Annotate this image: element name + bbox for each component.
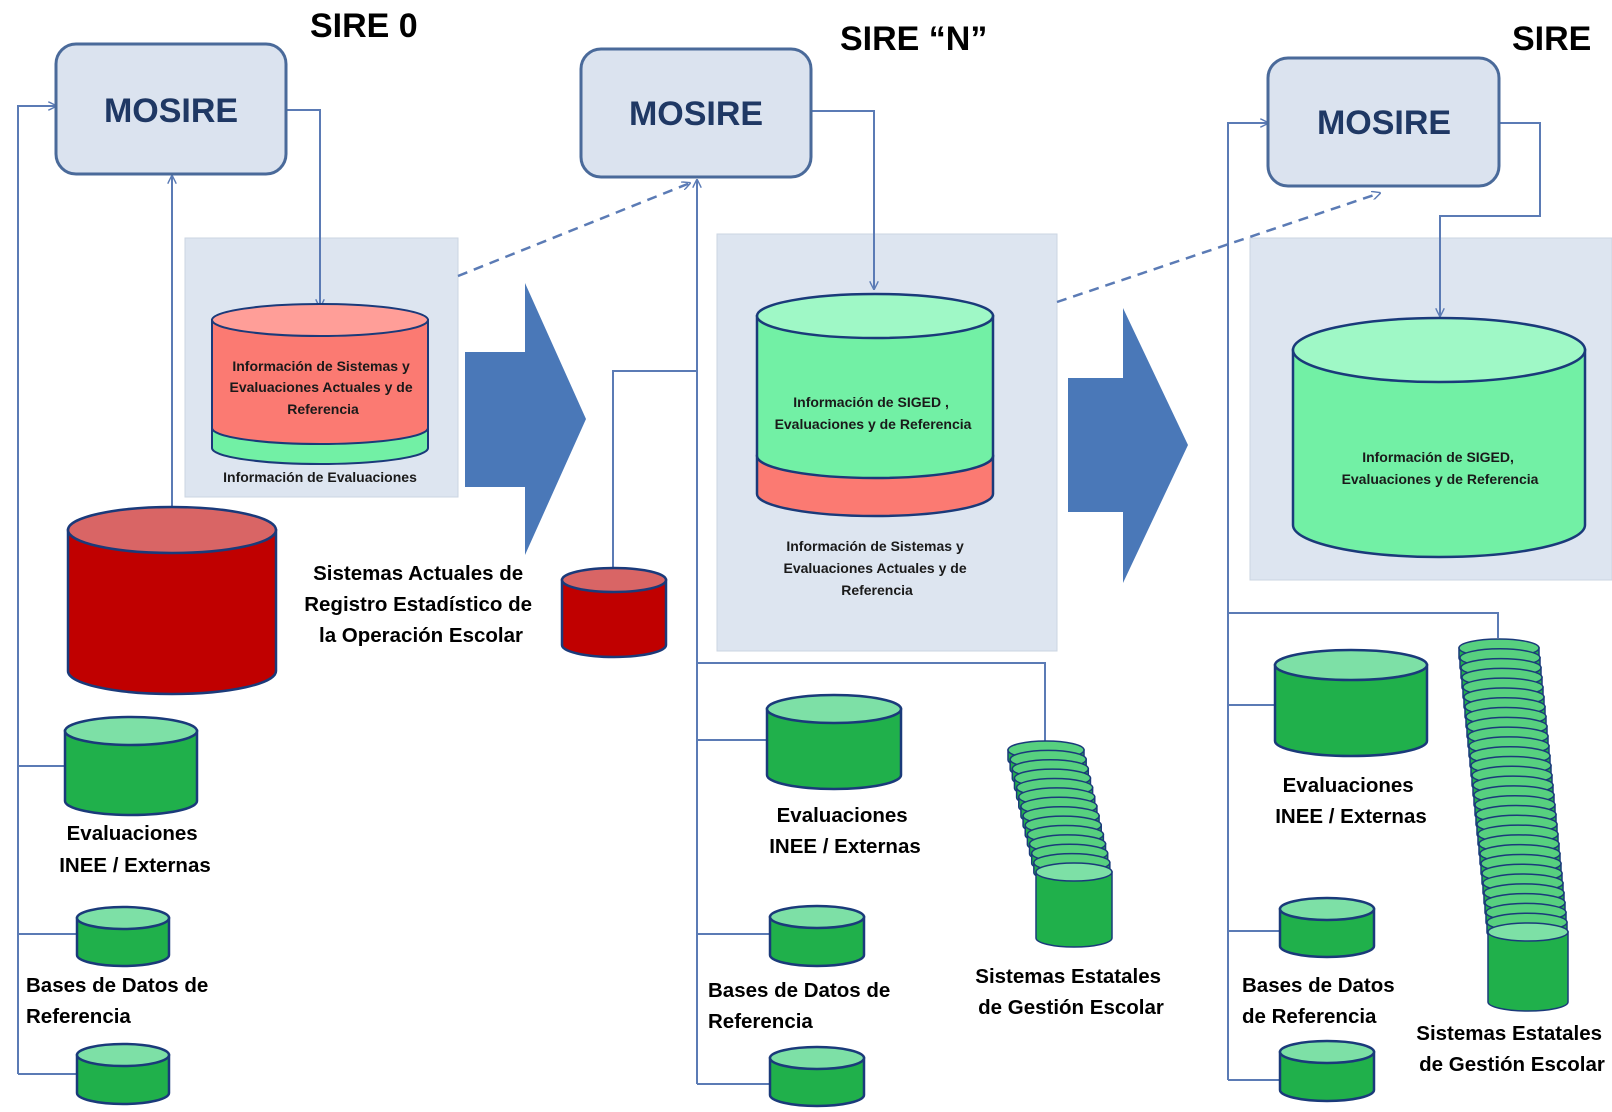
dashed-link-1 <box>457 183 690 278</box>
legacy-db-stage-n <box>560 566 668 659</box>
evaluaciones-label-line-1: Evaluaciones <box>1283 774 1414 797</box>
evaluaciones-db-stage-n <box>765 693 903 791</box>
evaluaciones-label-line-2: INEE / Externas <box>769 835 921 858</box>
bases-label-line-2: Referencia <box>26 1005 131 1028</box>
bases-label-line-1: Bases de Datos de <box>26 974 208 997</box>
estatales-db-stack-stage-final <box>1458 638 1569 1012</box>
db-bottom-label-stage-0: Información de Evaluaciones <box>223 469 417 485</box>
evaluaciones-label-stage-0: Evaluaciones INEE / Externas <box>59 822 211 877</box>
evaluaciones-label-line-1: Evaluaciones <box>777 804 908 827</box>
db-bottom-label-line-3: Referencia <box>841 582 913 598</box>
db-bottom-label-stage-n: Información de Sistemas y Evaluaciones A… <box>783 538 970 598</box>
legacy-label-stage-0: Sistemas Actuales de Registro Estadístic… <box>304 562 538 647</box>
estatales-label-line-1: Sistemas Estatales <box>975 965 1161 988</box>
mosire-label: MOSIRE <box>1317 104 1451 142</box>
stage-title-sire: SIRE <box>1512 20 1591 58</box>
evaluaciones-label-line-1: Evaluaciones <box>67 822 198 845</box>
stage-title-sire-0: SIRE 0 <box>310 7 418 45</box>
legacy-label-line-3: la Operación Escolar <box>319 624 523 647</box>
bases-label-line-2: de Referencia <box>1242 1005 1377 1028</box>
evaluaciones-label-stage-n: Evaluaciones INEE / Externas <box>769 804 921 858</box>
estatales-label-line-1: Sistemas Estatales <box>1416 1022 1602 1045</box>
db-bottom-label-line-1: Información de Sistemas y <box>786 538 964 554</box>
legacy-label-line-2: Registro Estadístico de <box>304 593 532 616</box>
db-label-line-2: Evaluaciones y de Referencia <box>1342 471 1539 487</box>
bases-label-line-1: Bases de Datos de <box>708 979 890 1002</box>
mosire-label: MOSIRE <box>629 95 763 133</box>
bases-db-stage-0-b <box>75 1042 171 1106</box>
evaluaciones-label-stage-final: Evaluaciones INEE / Externas <box>1275 774 1427 828</box>
bases-label-stage-0: Bases de Datos de Referencia <box>26 974 214 1028</box>
mosire-label: MOSIRE <box>104 92 238 130</box>
legacy-label-line-1: Sistemas Actuales de <box>313 562 523 585</box>
estatales-label-stage-n: Sistemas Estatales de Gestión Escolar <box>975 965 1166 1019</box>
db-top-label-stage-n: Información de SIGED , Evaluaciones y de… <box>775 394 972 432</box>
db-bottom-label-line-2: Evaluaciones Actuales y de <box>783 560 966 576</box>
bases-db-stage-final-a <box>1278 896 1376 959</box>
transition-arrow-1 <box>465 283 586 555</box>
combined-db-stage-n <box>755 292 995 518</box>
estatales-db-stack-stage-n <box>1007 740 1113 948</box>
bases-db-stage-n-a <box>768 904 866 968</box>
bases-db-stage-n-b <box>768 1045 866 1108</box>
estatales-label-line-2: de Gestión Escolar <box>1419 1053 1605 1076</box>
stack-cylinder-top <box>1487 922 1569 942</box>
transition-arrow-2 <box>1068 308 1188 583</box>
bases-label-stage-n: Bases de Datos de Referencia <box>708 979 896 1033</box>
estatales-label-stage-final: Sistemas Estatales de Gestión Escolar <box>1416 1022 1607 1076</box>
db-top-label-line-1: Información de Sistemas y <box>232 358 410 374</box>
estatales-label-line-2: de Gestión Escolar <box>978 996 1164 1019</box>
stack-cylinder-body <box>1035 871 1113 948</box>
db-top-label-line-2: Evaluaciones Actuales y de <box>229 379 412 395</box>
stack-cylinder-top <box>1035 862 1113 882</box>
siged-db-stage-final <box>1291 316 1587 559</box>
combined-db-stage-0 <box>211 303 429 465</box>
legacy-db-stage-0 <box>66 505 278 696</box>
evaluaciones-db-stage-final <box>1273 648 1429 758</box>
connectors-stage-0 <box>17 106 320 1075</box>
db-label-line-1: Información de SIGED, <box>1362 449 1514 465</box>
bases-db-stage-0-a <box>75 905 171 968</box>
db-top-label-line-2: Evaluaciones y de Referencia <box>775 416 972 432</box>
bases-label-stage-final: Bases de Datos de Referencia <box>1242 974 1400 1028</box>
bases-label-line-2: Referencia <box>708 1010 813 1033</box>
evaluaciones-label-line-2: INEE / Externas <box>59 854 211 877</box>
db-top-label-line-3: Referencia <box>287 401 359 417</box>
mosire-box-stage-0: MOSIRE <box>54 42 288 176</box>
db-top-label-line-1: Información de SIGED , <box>793 394 949 410</box>
evaluaciones-label-line-2: INEE / Externas <box>1275 805 1427 828</box>
mosire-box-stage-n: MOSIRE <box>579 47 813 179</box>
bases-label-line-1: Bases de Datos <box>1242 974 1395 997</box>
stage-title-sire-n: SIRE “N” <box>840 20 987 58</box>
db-label-stage-final: Información de SIGED, Evaluaciones y de … <box>1342 449 1539 487</box>
dashed-link-2 <box>1056 193 1380 304</box>
evaluaciones-db-stage-0 <box>63 715 199 817</box>
db-top-label-stage-0: Información de Sistemas y Evaluaciones A… <box>229 358 416 417</box>
bases-db-stage-final-b <box>1278 1039 1376 1103</box>
stack-cylinder-body <box>1487 931 1569 1012</box>
connectors-stage-n <box>612 110 1046 1085</box>
mosire-box-stage-final: MOSIRE <box>1266 56 1501 188</box>
connectors-stage-final <box>1227 123 1541 1081</box>
